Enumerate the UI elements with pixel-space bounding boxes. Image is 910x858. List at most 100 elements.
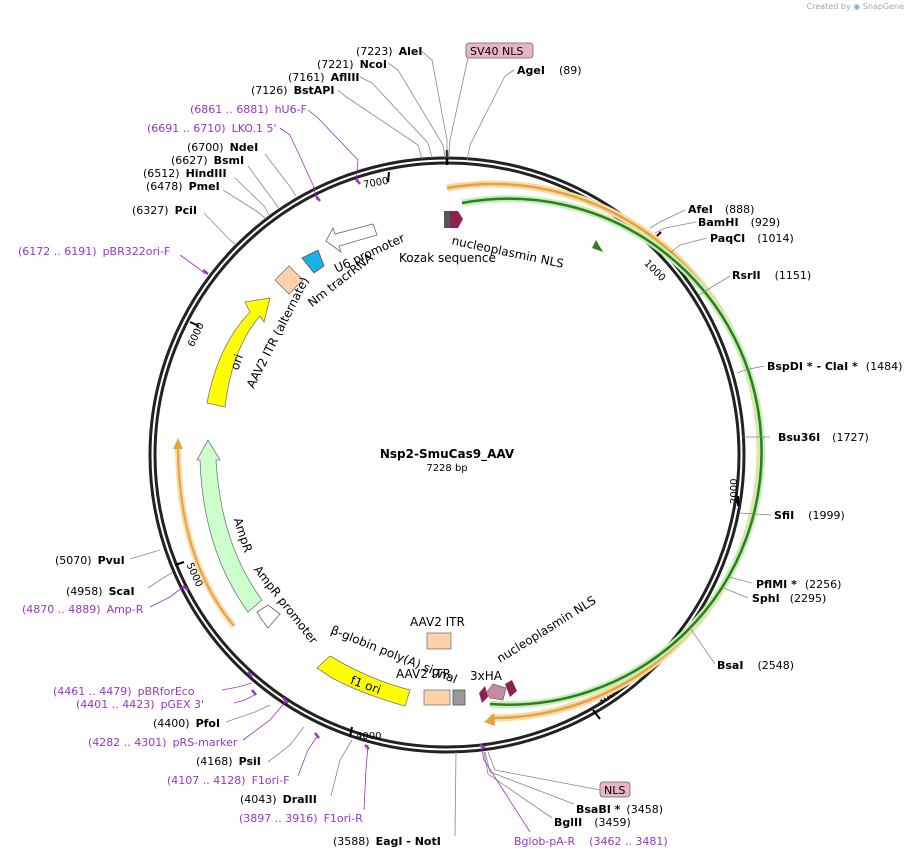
site-bsmi[interactable]: (6627)BsmI: [171, 154, 244, 167]
left-orange-line: [177, 447, 235, 627]
site-bsabi[interactable]: BsaBI *(3458): [576, 803, 663, 816]
lead-lko: [279, 127, 318, 201]
site-bsu36i[interactable]: Bsu36I(1727): [778, 431, 869, 444]
site-labels-left: (7223)AleI (7221)NcoI (7161)AflIII (7126…: [18, 45, 441, 848]
site-ncoi[interactable]: (7221)NcoI: [317, 58, 387, 71]
lead-afliii: [359, 76, 433, 159]
site-scai[interactable]: (4958)ScaI: [66, 585, 135, 598]
nucleoplasmin-top-feature[interactable]: [450, 211, 463, 228]
primer-ampr[interactable]: (4870 .. 4889)Amp-R: [22, 603, 144, 616]
site-bamhi[interactable]: BamHI(929): [698, 216, 780, 229]
aav2itr-top-feature[interactable]: [426, 632, 452, 650]
site-afliii[interactable]: (7161)AflIII: [288, 71, 360, 84]
tick-7000: [387, 171, 390, 183]
lead-agei: [466, 69, 515, 161]
mark-lko: [315, 195, 321, 202]
lead-pgex: [233, 693, 257, 704]
site-sfii[interactable]: SfiI(1999): [774, 509, 845, 522]
primer-hu6f[interactable]: (6861 .. 6881)hU6-F: [190, 103, 307, 116]
primer-lko[interactable]: (6691 .. 6710)LKO.1 5': [147, 122, 277, 135]
credit-brand: SnapGene: [862, 2, 904, 11]
lead-alei: [419, 49, 448, 158]
tracr-feature[interactable]: [301, 249, 325, 274]
ampr-promoter-label: AmpR promoter: [251, 563, 321, 647]
lead-ncoi: [387, 62, 446, 159]
tick-label-4000: 4000: [356, 731, 381, 742]
site-pflmi[interactable]: PflMI *(2256): [756, 578, 841, 591]
aav2itr-bottom-feature[interactable]: [423, 689, 451, 706]
tick-label-6000: 6000: [186, 321, 207, 349]
site-bstapi[interactable]: (7126)BstAPI: [251, 84, 334, 97]
lead-afei: [649, 209, 686, 229]
site-bsai[interactable]: BsaI(2548): [717, 659, 794, 672]
itr-alt-feature[interactable]: [274, 265, 304, 295]
site-pmei[interactable]: (6478)PmeI: [146, 180, 220, 193]
mark-pgex: [251, 689, 257, 696]
lead-pflmi: [728, 576, 753, 584]
lead-hu6f: [307, 109, 359, 183]
nls-box[interactable]: [599, 781, 631, 798]
nls-box-label: NLS: [604, 784, 625, 797]
site-ndei[interactable]: (6700)NdeI: [187, 141, 258, 154]
lead-pfoi: [225, 704, 271, 723]
site-psii[interactable]: (4168)PsiI: [196, 755, 261, 768]
site-paqci[interactable]: PaqCI(1014): [710, 232, 794, 245]
primer-f1orir[interactable]: (3897 .. 3916)F1ori-R: [239, 812, 363, 825]
lead-pvui: [129, 549, 161, 560]
nls-bottom-feature-a[interactable]: [479, 686, 488, 703]
aav2itr-bottom-label: AAV2 ITR: [396, 667, 451, 681]
lead-bglii: [483, 751, 553, 819]
site-bspdi[interactable]: BspDI * - ClaI *(1484): [767, 360, 902, 373]
tick-label-2000: 2000: [729, 479, 740, 504]
site-drai[interactable]: (4043)DraIII: [240, 793, 317, 806]
mark-ampr: [182, 585, 189, 591]
site-hindiii[interactable]: (6512)HindIII: [143, 167, 227, 180]
lead-f1orir: [363, 744, 369, 811]
mark-pbrfor: [247, 671, 253, 678]
site-agei[interactable]: AgeI(89): [517, 64, 582, 77]
f1ori-feature[interactable]: [316, 655, 411, 707]
primer-pgex[interactable]: (4401 .. 4423)pGEX 3': [76, 698, 204, 711]
grey-bottom-feature[interactable]: [452, 689, 466, 706]
primer-prs[interactable]: (4282 .. 4301)pRS-marker: [88, 736, 238, 749]
credit-prefix: Created by: [806, 2, 851, 11]
snapgene-logo-icon: ◉: [853, 2, 861, 11]
primer-pbr322[interactable]: (6172 .. 6191)pBR322ori-F: [18, 245, 170, 258]
site-labels-right: SV40 NLS AgeI(89) AfeI(888) BamHI(929) P…: [465, 42, 902, 848]
primer-bglob[interactable]: Bglob-pA-R(3462 .. 3481): [514, 835, 668, 848]
lead-drai: [330, 739, 353, 797]
sv40-nls-label: SV40 NLS: [470, 45, 523, 58]
plasmid-length: 7228 bp: [426, 463, 467, 474]
u6-promoter-feature[interactable]: [325, 223, 378, 254]
site-pcii[interactable]: (6327)PciI: [132, 204, 197, 217]
ampr-feature[interactable]: [196, 439, 263, 613]
lead-bsai: [689, 627, 716, 665]
site-afei[interactable]: AfeI(888): [688, 203, 754, 216]
cas9-feature[interactable]: [446, 180, 765, 726]
site-rsrii[interactable]: RsrII(1151): [732, 269, 811, 282]
primer-f1orif[interactable]: (4107 .. 4128)F1ori-F: [167, 774, 290, 787]
sv40-nls-box[interactable]: [465, 42, 534, 59]
kozak-feature[interactable]: [444, 211, 450, 228]
cas9-inner-arrow: [592, 240, 603, 252]
kozak-label: Kozak sequence: [399, 251, 496, 265]
ampr-promoter-feature[interactable]: [256, 604, 281, 629]
aav2itr-top-label: AAV2 ITR: [410, 615, 465, 629]
3xha-feature[interactable]: [485, 683, 507, 701]
lead-prs: [242, 699, 288, 741]
ori-feature[interactable]: [206, 297, 271, 408]
nls-bottom-feature-b[interactable]: [505, 680, 517, 697]
primer-pbrfor[interactable]: (4461 .. 4479)pBRforEco: [53, 685, 195, 698]
lead-psii: [267, 726, 305, 763]
site-sphi[interactable]: SphI(2295): [752, 592, 826, 605]
cas9-outer-arrow: [484, 713, 495, 726]
site-pvui[interactable]: (5070)PvuI: [55, 554, 125, 567]
site-alei[interactable]: (7223)AleI: [356, 45, 422, 58]
lead-f1orif: [297, 734, 319, 777]
snapgene-credit: Created by ◉ SnapGene: [807, 2, 904, 11]
site-pfoi[interactable]: (4400)PfoI: [153, 717, 220, 730]
site-eagi[interactable]: (3588)EagI - NotI: [333, 835, 441, 848]
itr-alt-label: AAV2 ITR (alternate): [244, 275, 312, 391]
site-bglii[interactable]: BglII(3459): [554, 816, 631, 829]
